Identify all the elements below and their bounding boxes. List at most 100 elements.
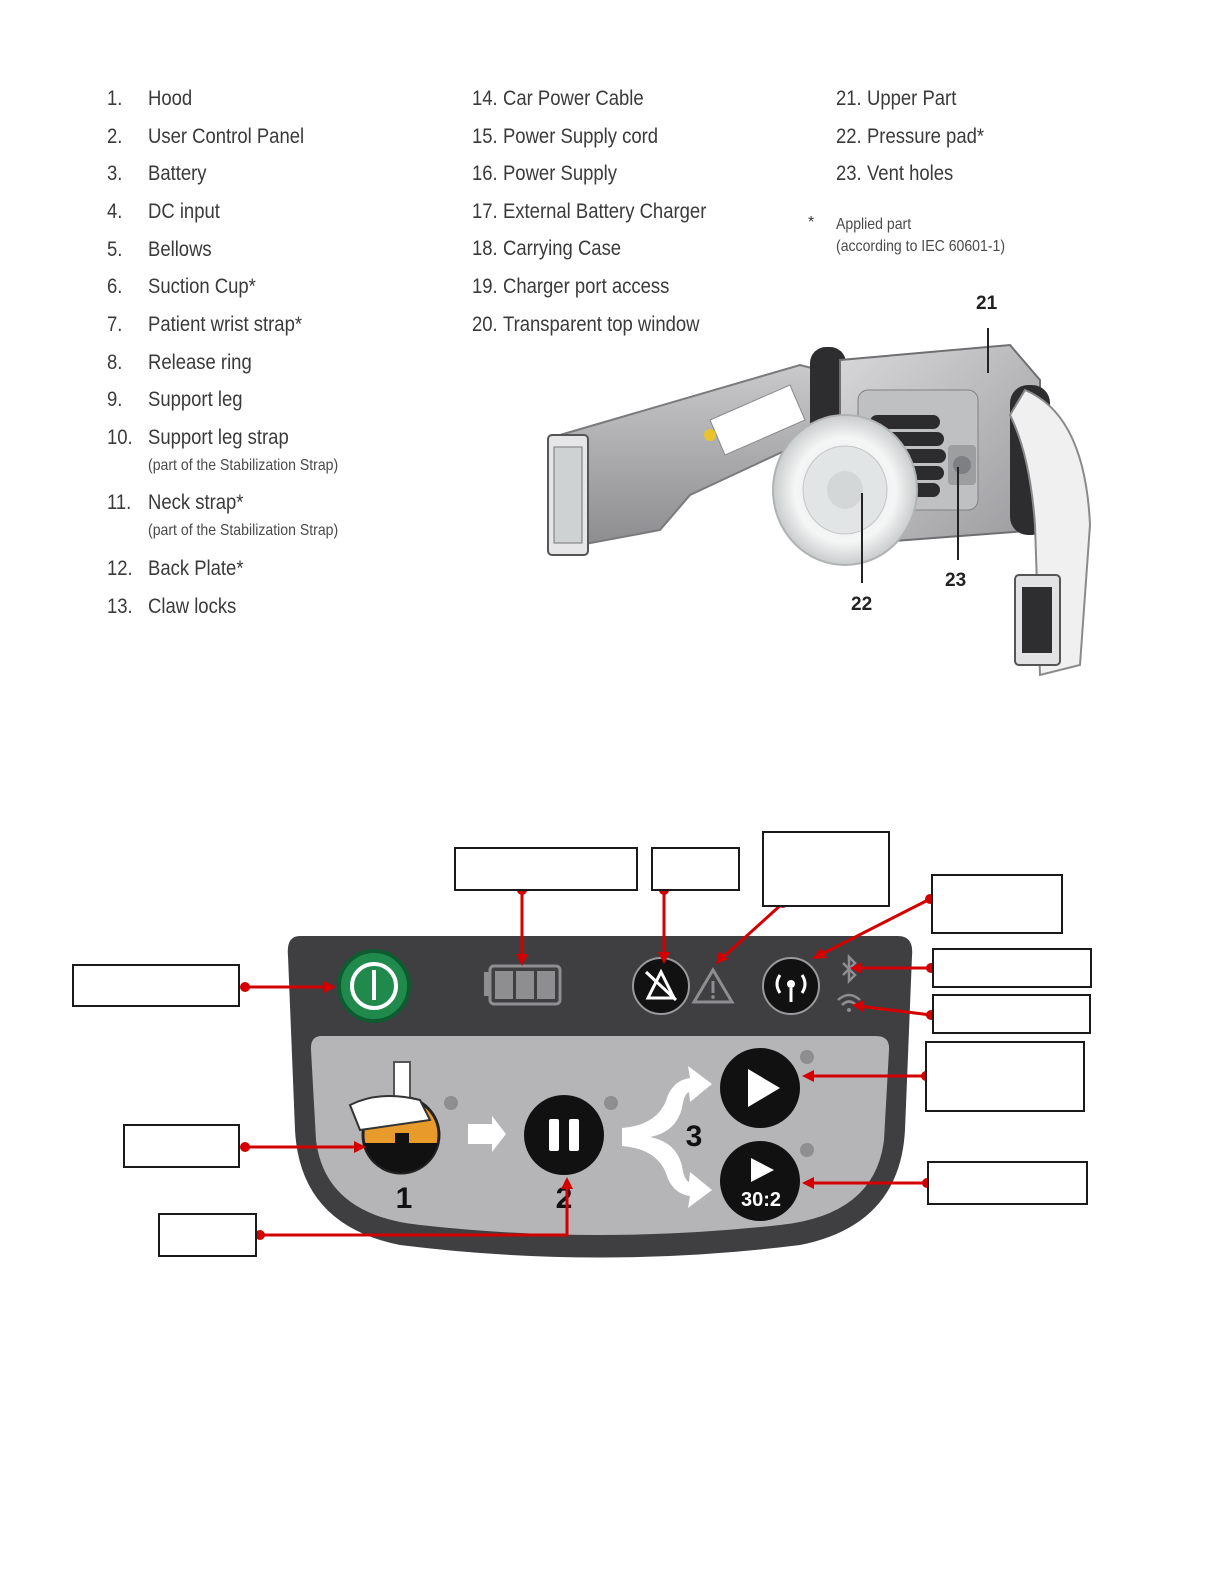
legend-item-number: 15. bbox=[472, 124, 498, 148]
blank-label-wireless[interactable] bbox=[931, 874, 1063, 934]
legend-item-label: Pressure pad* bbox=[866, 124, 985, 148]
legend-item-number: 3. bbox=[107, 162, 123, 185]
legend-item: 15.Power Supply cord bbox=[472, 125, 658, 149]
fork-arrow-icon bbox=[622, 1066, 712, 1208]
legend-item-label: External Battery Charger bbox=[502, 199, 707, 223]
arrow-right-icon bbox=[468, 1116, 506, 1152]
legend-item: 21.Upper Part bbox=[836, 87, 956, 111]
callout-22: 22 bbox=[851, 594, 873, 615]
legend-item-number: 17. bbox=[472, 199, 498, 223]
legend-item-label: Back Plate* bbox=[147, 557, 244, 580]
legend-item: 9. Support leg bbox=[107, 388, 243, 412]
legend-item-label: Charger port access bbox=[502, 275, 670, 298]
legend-item: 20.Transparent top window bbox=[472, 313, 700, 337]
blank-label-pause[interactable] bbox=[158, 1213, 257, 1257]
blank-label-play[interactable] bbox=[925, 1041, 1085, 1112]
legend-item-number: 12. bbox=[107, 557, 133, 580]
pause-button[interactable] bbox=[524, 1095, 604, 1175]
blank-label-battery[interactable] bbox=[454, 847, 638, 891]
legend-item-label: Suction Cup* bbox=[147, 275, 256, 298]
legend-item-label: Support leg strap bbox=[147, 426, 289, 449]
blank-label-alarm-mute[interactable] bbox=[651, 847, 740, 891]
legend-item: 18.Carrying Case bbox=[472, 237, 621, 261]
legend-item-label: Transparent top window bbox=[502, 312, 700, 336]
legend-item-label: Vent holes bbox=[866, 162, 954, 186]
legend-item: 22.Pressure pad* bbox=[836, 125, 984, 149]
legend-item-number: 19. bbox=[472, 275, 498, 298]
legend-item-label: Power Supply cord bbox=[502, 124, 659, 148]
legend-item: 2.User Control Panel bbox=[107, 125, 304, 149]
legend-item: 1. Hood bbox=[107, 87, 192, 111]
callout-21: 21 bbox=[976, 293, 998, 314]
legend-item-subtext: (part of the Stabilization Strap) bbox=[148, 457, 339, 474]
legend-item: 11. Neck strap* bbox=[107, 491, 244, 515]
legend-item-number: 21. bbox=[836, 87, 862, 110]
bluetooth-icon bbox=[842, 953, 857, 985]
legend-item-number: 4. bbox=[107, 200, 123, 223]
wireless-button[interactable] bbox=[762, 957, 820, 1015]
legend-item: 6.Suction Cup* bbox=[107, 275, 256, 299]
led-play-30-2 bbox=[800, 1143, 814, 1157]
blank-label-adjust[interactable] bbox=[123, 1124, 240, 1168]
legend-item-label: DC input bbox=[147, 200, 220, 223]
legend-item-label: Carrying Case bbox=[502, 237, 622, 261]
legend-item-number: 18. bbox=[472, 237, 498, 261]
legend-item: 23.Vent holes bbox=[836, 162, 953, 186]
legend-item-label: Hood bbox=[147, 87, 193, 110]
step-1-number: 1 bbox=[396, 1182, 413, 1215]
legend-item: 7.Patient wrist strap* bbox=[107, 313, 302, 337]
leader-arrowheads bbox=[324, 948, 864, 1189]
legend-item-number: 8. bbox=[107, 351, 123, 374]
legend-item-label: Claw locks bbox=[147, 595, 237, 618]
adjust-button[interactable] bbox=[348, 1061, 441, 1175]
blank-label-warning[interactable] bbox=[762, 831, 890, 907]
legend-item-label: Neck strap* bbox=[147, 491, 244, 514]
play-30-2-button[interactable] bbox=[720, 1141, 800, 1221]
legend-item: 17.External Battery Charger bbox=[472, 200, 706, 224]
legend-item: 4. DC input bbox=[107, 200, 220, 224]
legend-item: 8. Release ring bbox=[107, 351, 252, 375]
legend-item: 10. Support leg strap bbox=[107, 426, 289, 450]
ratio-label: 30:2 bbox=[741, 1189, 781, 1211]
step-3-number: 3 bbox=[686, 1120, 703, 1153]
legend-item-label: Support leg bbox=[147, 388, 243, 411]
note-line-1: Applied part bbox=[836, 216, 912, 233]
play-button[interactable] bbox=[720, 1048, 800, 1128]
legend-item: 5. Bellows bbox=[107, 238, 212, 262]
legend-item-number: 23. bbox=[836, 162, 862, 186]
legend-item-label: Release ring bbox=[147, 351, 252, 374]
legend-item: 3.Battery bbox=[107, 162, 207, 186]
led-play bbox=[800, 1050, 814, 1064]
legend-item-label: Power Supply bbox=[502, 162, 618, 186]
device-illustration bbox=[547, 328, 1092, 677]
legend-item-label: Bellows bbox=[147, 238, 212, 261]
legend-item-number: 2. bbox=[107, 125, 123, 148]
legend-item: 16.Power Supply bbox=[472, 162, 617, 186]
callout-23: 23 bbox=[945, 570, 967, 591]
legend-item-label: Upper Part bbox=[866, 87, 957, 110]
battery-icon bbox=[484, 964, 562, 1006]
blank-label-power[interactable] bbox=[72, 964, 240, 1007]
legend-item-label: Car Power Cable bbox=[502, 87, 644, 110]
blank-label-bluetooth[interactable] bbox=[932, 948, 1092, 988]
legend-item-number: 1. bbox=[107, 87, 123, 110]
leader-lines bbox=[245, 890, 932, 1237]
blank-label-play-30-2[interactable] bbox=[927, 1161, 1088, 1205]
legend-item: 19.Charger port access bbox=[472, 275, 669, 299]
power-button[interactable] bbox=[337, 949, 411, 1023]
alarm-mute-icon[interactable] bbox=[632, 957, 690, 1015]
led-step1 bbox=[444, 1096, 458, 1110]
legend-item-number: 11. bbox=[107, 491, 132, 514]
legend-item-number: 10. bbox=[107, 426, 133, 449]
note-asterisk: * bbox=[808, 214, 815, 231]
legend-item-number: 16. bbox=[472, 162, 498, 186]
legend-item-number: 5. bbox=[107, 238, 123, 261]
blank-label-wifi[interactable] bbox=[932, 994, 1091, 1034]
legend-item: 12. Back Plate* bbox=[107, 557, 244, 581]
warning-icon bbox=[691, 967, 735, 1004]
legend-item-number: 20. bbox=[472, 312, 498, 336]
legend-item-number: 9. bbox=[107, 388, 123, 411]
legend-item-subtext: (part of the Stabilization Strap) bbox=[148, 522, 339, 539]
legend-item-label: Patient wrist strap* bbox=[147, 313, 303, 336]
legend-item: 13.Claw locks bbox=[107, 595, 236, 619]
